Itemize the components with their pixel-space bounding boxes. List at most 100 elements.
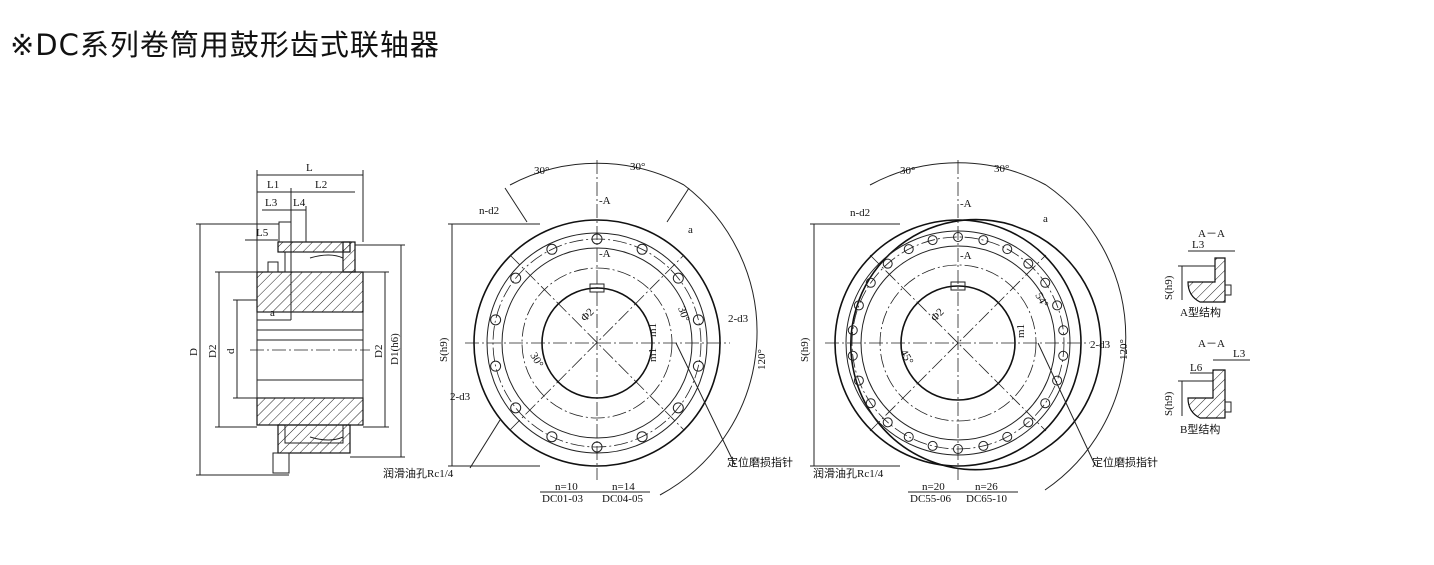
bolt-hole: [927, 235, 938, 246]
bolt-hole: [847, 350, 858, 361]
dim-D: D: [188, 348, 200, 356]
detail-b-caption: B型结构: [1180, 422, 1220, 436]
bolt-hole: [953, 444, 963, 454]
angle-45: 45°: [897, 348, 915, 367]
label-phi2: Φ2: [929, 306, 947, 324]
bolt-hole: [903, 431, 914, 442]
bolt-hole: [1052, 375, 1063, 386]
angle-30-inner-right: 30°: [675, 305, 692, 324]
section-a-mid: -A: [960, 250, 972, 262]
label-2-d3-left: 2-d3: [450, 391, 471, 403]
dim-D2-left: D2: [207, 345, 219, 358]
bolt-hole: [546, 431, 558, 443]
bolt-hole: [672, 272, 684, 284]
angle-30-left: 30°: [534, 165, 549, 177]
label-s-h9: S(h9): [799, 337, 811, 362]
angle-120: 120°: [1118, 339, 1130, 360]
angle-30-right: 30°: [994, 163, 1009, 175]
hub-bottom-section: [256, 397, 364, 426]
bolt-hole: [865, 398, 876, 409]
bolt-hole: [490, 314, 502, 326]
bolt-hole: [1023, 258, 1034, 269]
bolt-hole: [953, 232, 963, 242]
dim-L3: L3: [265, 197, 278, 209]
detail-a-L3: L3: [1192, 239, 1205, 251]
dim-d: d: [225, 348, 237, 354]
angle-120: 120°: [756, 349, 768, 370]
bolt-hole: [672, 402, 684, 414]
bolt-hole: [1002, 431, 1013, 442]
bolt-hole: [978, 235, 989, 246]
bolt-hole: [510, 272, 522, 284]
dim-L5: L5: [256, 227, 269, 239]
variant-model: DC01-03: [542, 493, 583, 505]
variant-model: DC04-05: [602, 493, 643, 505]
bolt-hole: [1040, 277, 1051, 288]
detail-b-L6: L6: [1190, 362, 1203, 374]
bolt-hole: [882, 258, 893, 269]
dim-L2: L2: [315, 179, 327, 191]
label-s-h9: S(h9): [438, 337, 450, 362]
bolt-hole: [490, 360, 502, 372]
section-view: L L1 L2 L3 L4 L5 a D D2 d D2 D1(h6): [188, 162, 405, 476]
bolt-hole: [510, 402, 522, 414]
variant-model: DC55-06: [910, 493, 951, 505]
angle-30-right: 30°: [630, 161, 645, 173]
label-n-d2: n-d2: [850, 207, 870, 219]
detail-a: A－A L3 S(h9) A型结构: [1163, 228, 1235, 319]
detail-b-section: A－A: [1198, 338, 1225, 350]
bolt-hole: [546, 243, 558, 255]
page-title: ※DC系列卷筒用鼓形齿式联轴器: [10, 28, 440, 62]
bolt-hole: [882, 417, 893, 428]
dim-D2-right: D2: [373, 345, 385, 358]
label-m1: m1: [1015, 324, 1027, 338]
oil-hole-label: 润滑油孔Rc1/4: [813, 466, 884, 480]
detail-b-s-h9: S(h9): [1163, 391, 1175, 416]
bolt-hole: [692, 314, 704, 326]
bolt-hole: [1023, 417, 1034, 428]
variant-n: n=14: [612, 481, 635, 493]
dim-D1: D1(h6): [389, 333, 401, 365]
bolt-hole: [847, 325, 858, 336]
angle-30-left: 30°: [900, 165, 915, 177]
bolt-hole: [865, 277, 876, 288]
label-m1-b: m1: [647, 348, 659, 362]
variant-n: n=26: [975, 481, 998, 493]
hub-top-section: [256, 271, 364, 313]
dim-L1: L1: [267, 179, 279, 191]
bolt-hole: [1040, 398, 1051, 409]
dim-a: a: [270, 307, 275, 319]
label-m1: m1: [647, 323, 659, 337]
bolt-hole: [591, 441, 603, 453]
bolt-hole: [1052, 300, 1063, 311]
end-view-1: 30° 30° n-d2 -A -A a S(h9) Φ2 m1 m1 30° …: [383, 160, 793, 505]
variant-model: DC65-10: [966, 493, 1007, 505]
bolt-hole: [927, 440, 938, 451]
dim-L: L: [306, 162, 313, 174]
bolt-hole: [978, 440, 989, 451]
bolt-hole: [853, 300, 864, 311]
section-a-top: -A: [599, 195, 611, 207]
wear-pointer-label: 定位磨损指针: [1092, 455, 1158, 469]
bolt-hole: [1058, 350, 1069, 361]
oil-hole-label: 润滑油孔Rc1/4: [383, 466, 454, 480]
dim-L4: L4: [293, 197, 306, 209]
section-a-top: -A: [960, 198, 972, 210]
bolt-hole: [591, 233, 603, 245]
detail-b: A－A L3 L6 S(h9) B型结构: [1163, 338, 1250, 436]
bolt-hole: [692, 360, 704, 372]
variant-n: n=10: [555, 481, 578, 493]
detail-a-s-h9: S(h9): [1163, 275, 1175, 300]
label-a: a: [1043, 213, 1048, 225]
detail-b-L3: L3: [1233, 348, 1246, 360]
label-2-d3-right: 2-d3: [1090, 339, 1111, 351]
bolt-hole: [636, 431, 648, 443]
bolt-hole: [636, 243, 648, 255]
detail-a-section: A－A: [1198, 228, 1225, 240]
bolt-hole: [1058, 325, 1069, 336]
variant-n: n=20: [922, 481, 945, 493]
bolt-hole: [1002, 244, 1013, 255]
wear-pointer-label: 定位磨损指针: [727, 455, 793, 469]
detail-a-caption: A型结构: [1180, 305, 1221, 319]
